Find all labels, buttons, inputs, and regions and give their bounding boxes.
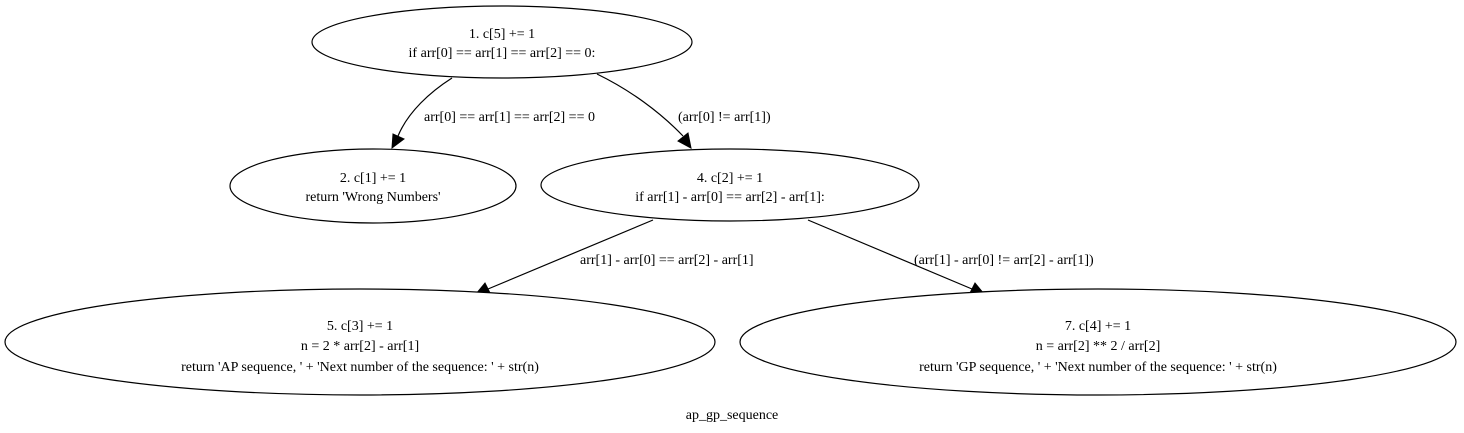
node-line: 7. c[4] += 1	[1065, 319, 1131, 334]
edge-label: arr[1] - arr[0] == arr[2] - arr[1]	[580, 253, 754, 268]
node-line: return 'Wrong Numbers'	[305, 190, 440, 205]
edge-n1-n4: (arr[0] != arr[1])	[596, 73, 771, 149]
node-line: return 'AP sequence, ' + 'Next number of…	[181, 360, 539, 375]
node-line: 5. c[3] += 1	[327, 319, 393, 334]
node-line: if arr[0] == arr[1] == arr[2] == 0:	[409, 46, 596, 61]
node-ellipse	[229, 148, 517, 224]
edge-n4-n7: (arr[1] - arr[0] != arr[2] - arr[1])	[807, 219, 1094, 296]
node-2: 2. c[1] += 1 return 'Wrong Numbers'	[229, 148, 517, 224]
node-line: 1. c[5] += 1	[469, 27, 535, 42]
node-ellipse	[739, 288, 1457, 396]
edge-line	[397, 77, 453, 137]
node-ellipse	[4, 288, 716, 396]
node-line: return 'GP sequence, ' + 'Next number of…	[919, 360, 1277, 375]
edge-line	[807, 219, 973, 290]
node-line: 2. c[1] += 1	[340, 171, 406, 186]
node-line: n = 2 * arr[2] - arr[1]	[301, 339, 419, 354]
edge-n4-n5: arr[1] - arr[0] == arr[2] - arr[1]	[474, 219, 754, 296]
edge-line	[487, 219, 654, 290]
edge-label: (arr[0] != arr[1])	[678, 110, 771, 125]
graph-title: ap_gp_sequence	[686, 408, 779, 423]
node-ellipse	[311, 5, 693, 79]
node-7: 7. c[4] += 1 n = arr[2] ** 2 / arr[2] re…	[739, 288, 1457, 396]
node-4: 4. c[2] += 1 if arr[1] - arr[0] == arr[2…	[540, 148, 920, 222]
node-line: n = arr[2] ** 2 / arr[2]	[1036, 339, 1161, 354]
node-1: 1. c[5] += 1 if arr[0] == arr[1] == arr[…	[311, 5, 693, 79]
edge-label: arr[0] == arr[1] == arr[2] == 0	[424, 110, 595, 125]
edge-label: (arr[1] - arr[0] != arr[2] - arr[1])	[914, 253, 1094, 268]
edge-n1-n2: arr[0] == arr[1] == arr[2] == 0	[391, 77, 595, 150]
node-ellipse	[540, 148, 920, 222]
edge-line	[596, 73, 684, 137]
arrow-head	[677, 132, 692, 149]
arrow-head	[391, 133, 405, 150]
node-line: if arr[1] - arr[0] == arr[2] - arr[1]:	[635, 190, 825, 205]
node-line: 4. c[2] += 1	[697, 171, 763, 186]
node-5: 5. c[3] += 1 n = 2 * arr[2] - arr[1] ret…	[4, 288, 716, 396]
